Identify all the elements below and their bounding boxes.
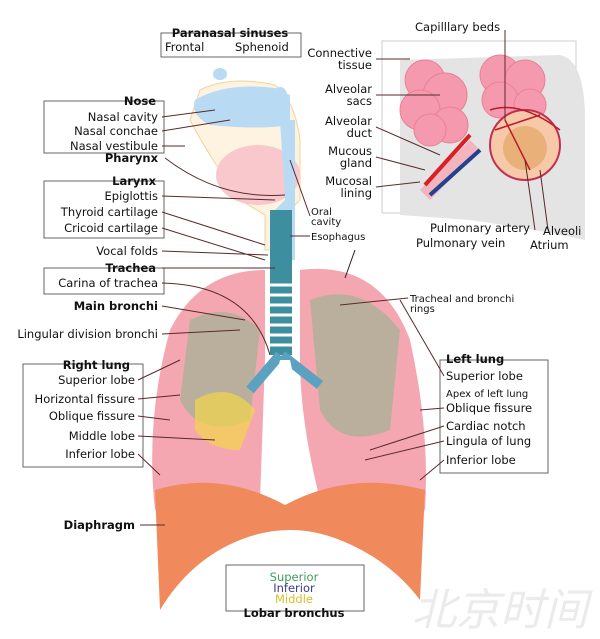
sphenoid-label: Sphenoid [235,40,289,54]
left-lung-title: Left lung [446,352,504,366]
frontal-sinus [213,68,227,80]
left-bronchial-tree [310,294,400,437]
lobar-inferior-label: Inferior [273,581,315,595]
alveolar-duct-label-1: Alveolar [325,114,372,128]
nasal-cavity-shape [194,86,290,128]
oral-cavity-label-1: Oral [311,207,332,218]
left-lung-box [439,359,549,474]
mucosal-lining-label-1: Mucosal [325,174,372,188]
mediastinum [275,360,297,500]
main-bronchi-label: Main bronchi [74,299,158,313]
alveolar-sacs-shape [399,54,547,147]
pulmonary-vein-label: Pulmonary vein [416,236,505,250]
nasal-conchae-label: Nasal conchae [74,124,158,138]
horizontal-fissure-label: Horizontal fissure [35,392,135,406]
middle-lobe-bronchi [195,392,255,450]
trachea-box [43,267,165,295]
atrium-label: Atrium [530,238,569,252]
right-lung-title: Right lung [63,358,130,372]
larynx-box [43,180,165,239]
pulmonary-vein-vessel [428,148,482,197]
cricoid-cartilage-label: Cricoid cartilage [64,221,158,235]
inset-pointer-arrow [344,249,356,279]
leader-lines [137,30,549,526]
alveolar-sacs-label-2: sacs [347,94,372,108]
thyroid-cartilage-label: Thyroid cartilage [60,205,158,219]
nasal-vestibule-label: Nasal vestibule [70,139,158,153]
cardiac-notch-label: Cardiac notch [446,419,526,433]
right-lung-box [22,363,144,468]
nose-box [43,100,165,154]
epiglottis-label: Epiglottis [105,189,159,203]
lobar-middle-label: Middle [275,592,313,606]
lobar-superior-label: Superior [270,570,319,584]
paranasal-title: Paranasal sinuses [172,26,289,40]
mucosal-lining-label-2: lining [341,186,372,200]
tracheal-rings [270,283,292,347]
left-superior-lobe-label: Superior lobe [446,369,523,383]
lobar-bronchus-title: Lobar bronchus [244,606,345,620]
pharynx-label: Pharynx [105,151,159,165]
diaphragm-shape [155,482,425,610]
right-superior-lobe-label: Superior lobe [58,373,135,387]
right-oblique-fissure-label: Oblique fissure [49,409,135,423]
alveoli-label: Alveoli [543,224,581,238]
bronchiole-shape [420,140,480,200]
frontal-label: Frontal [165,40,204,54]
esophagus-label: Esophagus [311,232,365,243]
trachea-title: Trachea [105,261,156,275]
rings-label-2: rings [410,304,435,315]
capillary-beds-label: Capilllary beds [415,20,500,34]
left-oblique-fissure-label: Oblique fissure [446,401,532,415]
paranasal-box [160,32,302,58]
connective-tissue-label-2: tissue [338,58,372,72]
lingula-label: Lingula of lung [446,434,531,448]
carina-label: Carina of trachea [58,276,158,290]
mucous-gland-label-1: Mucous [328,144,372,158]
nose-title: Nose [124,94,156,108]
lobar-bronchus-box [225,564,365,612]
lingular-division-label: Lingular division bronchi [17,327,158,341]
connective-tissue-label-1: Connective [307,46,372,60]
nasal-cavity-label: Nasal cavity [88,110,158,124]
tongue-shape [216,145,300,205]
trachea-shape [270,210,292,355]
sphenoid-sinus [273,87,287,103]
alveoli-cluster [489,106,561,181]
middle-lobe-label: Middle lobe [69,429,135,443]
mucous-gland-label-2: gland [340,156,372,170]
vocal-folds-label: Vocal folds [96,244,158,258]
rings-label-1: Tracheal and bronchi [409,294,514,305]
oral-cavity-label-2: cavity [311,217,341,228]
apex-left-lung-label: Apex of left lung [446,389,528,400]
alveolar-duct-label-2: duct [347,126,373,140]
right-inferior-lobe-label: Inferior lobe [65,447,135,461]
watermark: 北京时间 [412,585,593,636]
alveolar-sacs-label-1: Alveolar [325,82,372,96]
larynx-title: Larynx [112,174,156,188]
pulmonary-artery-label: Pulmonary artery [430,221,530,235]
left-inferior-lobe-label: Inferior lobe [446,453,516,467]
diaphragm-label: Diaphragm [64,518,135,532]
pulmonary-artery-vessel [423,133,472,187]
